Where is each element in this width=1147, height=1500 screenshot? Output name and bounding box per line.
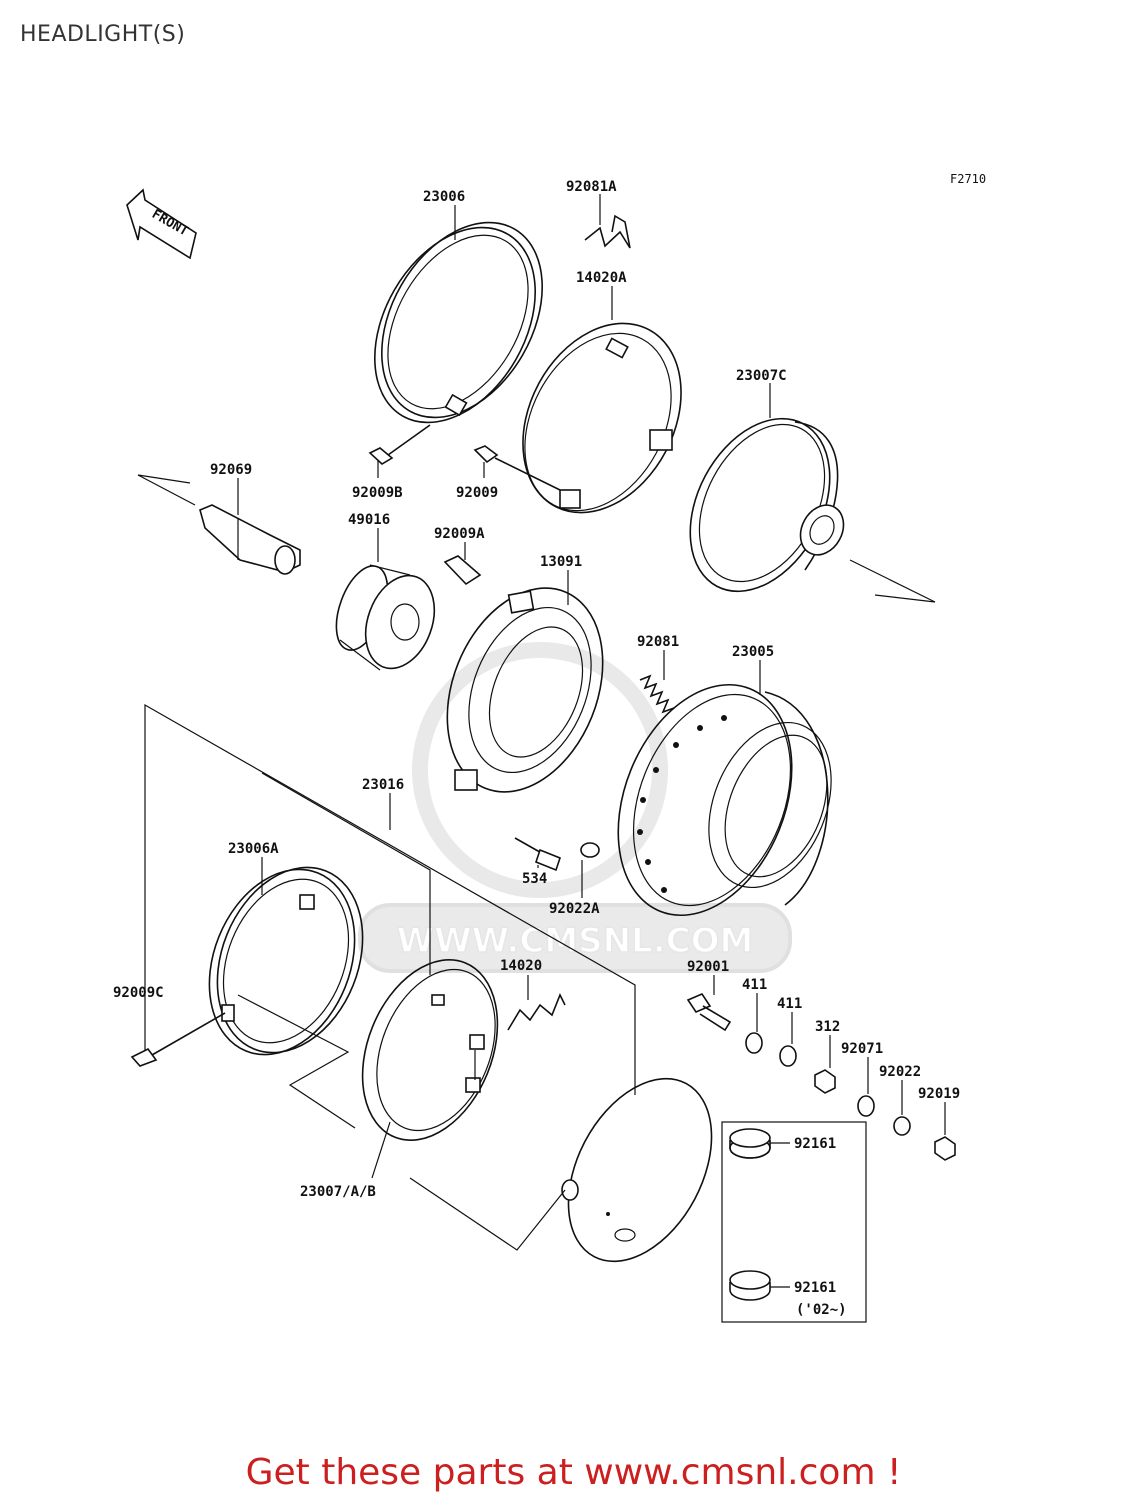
part-92022A-washer — [580, 842, 600, 858]
part-92161-cap-a — [729, 1128, 771, 1159]
part-23005-housing — [617, 683, 832, 917]
label-92069: 92069 — [210, 462, 252, 478]
label-92161-b-note: ('02~) — [796, 1302, 847, 1318]
part-49016-socket — [335, 564, 436, 671]
label-92071: 92071 — [841, 1041, 883, 1057]
watermark-text: WWW.CMSNL.COM — [397, 921, 754, 961]
label-92009B: 92009B — [352, 485, 403, 501]
label-92022A: 92022A — [549, 901, 600, 917]
part-411-washer-b — [779, 1045, 797, 1067]
label-14020A: 14020A — [576, 270, 627, 286]
label-14020: 14020 — [500, 958, 542, 974]
part-92019-nut — [934, 1136, 956, 1161]
part-lens-cover — [561, 1077, 713, 1263]
part-92009-screw — [473, 445, 561, 491]
part-14020A-band — [522, 322, 682, 514]
part-534-rivet — [514, 837, 561, 872]
label-23006: 23006 — [423, 189, 465, 205]
cap-detail-box — [721, 1121, 867, 1323]
label-92009A: 92009A — [434, 526, 485, 542]
part-23007C-bowl — [689, 417, 845, 593]
label-312: 312 — [815, 1019, 840, 1035]
page-title: HEADLIGHT(S) — [20, 22, 186, 47]
footer-cta-text: Get these parts at www.cmsnl.com ! — [245, 1452, 902, 1493]
label-23007AB: 23007/A/B — [300, 1184, 376, 1200]
part-92081-spring — [639, 674, 675, 714]
leader-lines — [137, 194, 946, 1288]
part-23006-rim — [374, 221, 543, 424]
label-92161-b: 92161 — [794, 1280, 836, 1296]
label-411-b: 411 — [777, 996, 802, 1012]
figure-code: F2710 — [950, 172, 986, 186]
part-23006A-rim — [208, 866, 364, 1056]
label-23005: 23005 — [732, 644, 774, 660]
part-13091-ring — [446, 587, 604, 793]
label-92001: 92001 — [687, 959, 729, 975]
label-92022: 92022 — [879, 1064, 921, 1080]
part-92009C-screw — [130, 1012, 226, 1067]
part-92022-washer — [893, 1116, 911, 1136]
part-23007-reflector — [361, 959, 499, 1141]
front-arrow-icon: FRONT — [126, 188, 197, 260]
label-92161-a: 92161 — [794, 1136, 836, 1152]
label-92081: 92081 — [637, 634, 679, 650]
label-92009C: 92009C — [113, 985, 164, 1001]
part-92001-bolt — [686, 993, 732, 1032]
label-92081A: 92081A — [566, 179, 617, 195]
part-14020-clip — [507, 993, 566, 1031]
label-23007C: 23007C — [736, 368, 787, 384]
part-92071-bushing — [857, 1095, 875, 1117]
label-13091: 13091 — [540, 554, 582, 570]
label-23006A: 23006A — [228, 841, 279, 857]
part-labels: 23006 92081A 14020A 23007C 92069 92009B … — [113, 179, 960, 1318]
part-92009A-screw — [443, 555, 482, 586]
part-92081A-clip — [584, 214, 631, 249]
label-411-a: 411 — [742, 977, 767, 993]
label-23016: 23016 — [362, 777, 404, 793]
label-92009: 92009 — [456, 485, 498, 501]
part-92069-bulb — [199, 504, 301, 575]
part-92009B-screw — [368, 424, 431, 465]
part-312-nut — [814, 1069, 836, 1094]
label-49016: 49016 — [348, 512, 390, 528]
label-534: 534 — [522, 871, 547, 887]
watermark-logo: WWW.CMSNL.COM — [358, 642, 792, 973]
label-92019: 92019 — [918, 1086, 960, 1102]
part-411-washer-a — [745, 1032, 763, 1054]
part-92161-cap-b — [729, 1270, 771, 1301]
